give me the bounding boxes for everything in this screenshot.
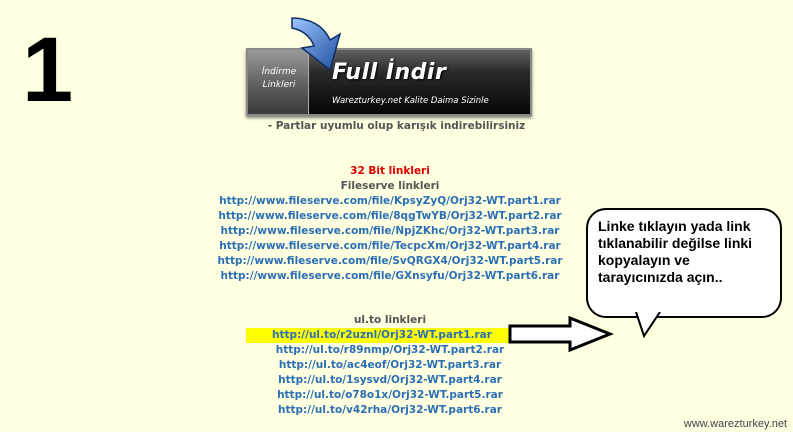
site-watermark: www.warezturkey.net (683, 418, 787, 430)
fileserve-links-section: 32 Bit linkleri Fileserve linkleri http:… (190, 164, 590, 284)
ulto-link-2[interactable]: http://ul.to/r89nmp/Orj32-WT.part2.rar (275, 344, 505, 356)
step-number: 1 (22, 19, 74, 121)
fileserve-link-4[interactable]: http://www.fileserve.com/file/TecpcXm/Or… (219, 240, 561, 252)
banner-subtitle: Warezturkey.net Kalite Daima Sizinle (332, 96, 489, 106)
banner-title: Full İndir (332, 60, 447, 85)
ulto-link-6[interactable]: http://ul.to/v42rha/Orj32-WT.part6.rar (278, 404, 502, 416)
download-arrow-icon (291, 17, 342, 72)
banner-plate: İndirme Linkleri Full İndir Warezturkey.… (246, 48, 532, 116)
instruction-callout: Linke tıklayın yada link tıklanabilir de… (586, 208, 782, 318)
ulto-links-section: ul.to linkleri http://ul.to/r2uznl/Orj32… (190, 313, 590, 418)
fileserve-link-2[interactable]: http://www.fileserve.com/file/8qgTwYB/Or… (218, 210, 562, 222)
fileserve-title: Fileserve linkleri (340, 180, 440, 192)
banner-small-line2: Linkleri (262, 80, 296, 90)
pointing-arrow-icon (508, 316, 614, 352)
banner-left-panel: İndirme Linkleri (248, 50, 309, 114)
fileserve-link-5[interactable]: http://www.fileserve.com/file/SvQRGX4/Or… (217, 255, 563, 267)
banner-small-text: İndirme Linkleri (252, 66, 306, 92)
ulto-link-4[interactable]: http://ul.to/1sysvd/Orj32-WT.part4.rar (278, 374, 502, 386)
ulto-title: ul.to linkleri (353, 314, 427, 326)
bit-links-title: 32 Bit linkleri (350, 165, 430, 177)
fileserve-link-6[interactable]: http://www.fileserve.com/file/GXnsyfu/Or… (220, 270, 560, 282)
ulto-link-3[interactable]: http://ul.to/ac4eof/Orj32-WT.part3.rar (278, 359, 502, 371)
full-indir-banner: İndirme Linkleri Full İndir Warezturkey.… (244, 14, 534, 118)
fileserve-link-3[interactable]: http://www.fileserve.com/file/NpjZKhc/Or… (220, 225, 560, 237)
callout-tail (635, 312, 661, 338)
callout-text: Linke tıklayın yada link tıklanabilir de… (598, 218, 753, 285)
ulto-link-5[interactable]: http://ul.to/o78o1x/Orj32-WT.part5.rar (277, 389, 503, 401)
ulto-link-1[interactable]: http://ul.to/r2uznl/Orj32-WT.part1.rar (246, 328, 518, 343)
banner-small-line1: İndirme (261, 67, 297, 77)
parts-note: - Partlar uyumlu olup karışık indirebili… (267, 120, 526, 132)
fileserve-link-1[interactable]: http://www.fileserve.com/file/KpsyZyQ/Or… (219, 195, 561, 207)
